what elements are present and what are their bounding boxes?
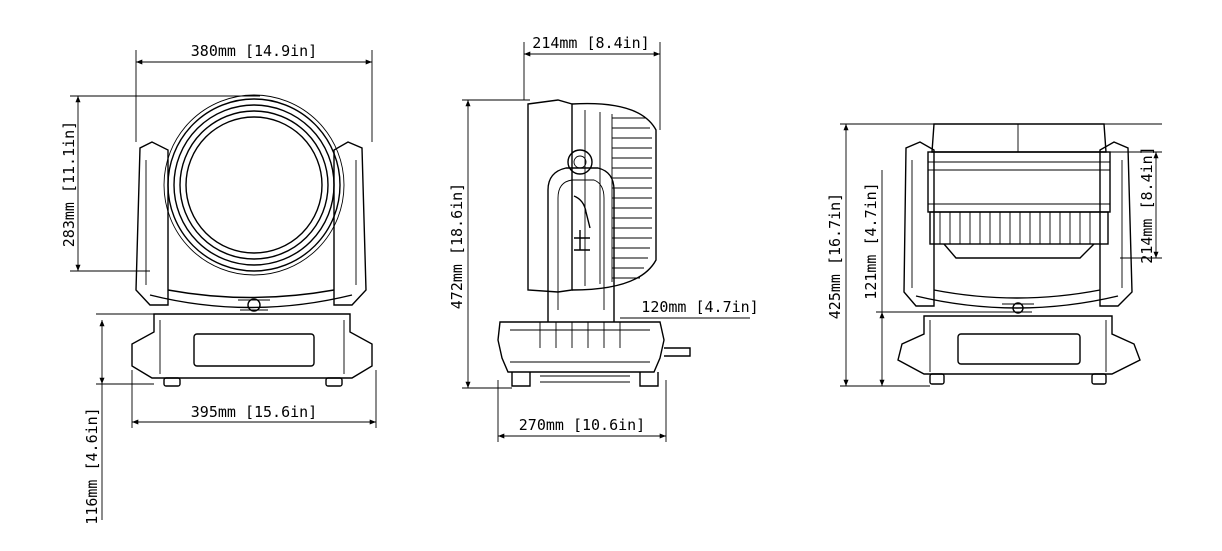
back-view: 425mm [16.7in] 121mm [4.7in] 214mm [8.4i… (826, 123, 1162, 387)
front-base-width-label: 395mm [15.6in] (191, 403, 317, 421)
front-view: 380mm [14.9in] 283mm [11.1in] 395mm [15.… (60, 42, 377, 525)
back-head-height-label: 214mm [8.4in] (1138, 146, 1156, 263)
front-width-label: 380mm [14.9in] (191, 42, 317, 60)
front-head-height-label: 283mm [11.1in] (60, 121, 78, 247)
side-handle-offset-label: 120mm [4.7in] (641, 298, 758, 316)
front-base-height-label: 116mm [4.6in] (83, 407, 101, 524)
back-lower-height-label: 121mm [4.7in] (862, 182, 880, 299)
back-total-height-label: 425mm [16.7in] (826, 193, 844, 319)
side-view: 214mm [8.4in] 472mm [18.6in] 120mm [4.7i… (448, 34, 759, 442)
side-base-depth-label: 270mm [10.6in] (519, 416, 645, 434)
side-total-height-label: 472mm [18.6in] (448, 183, 466, 309)
side-head-depth-label: 214mm [8.4in] (532, 34, 649, 52)
